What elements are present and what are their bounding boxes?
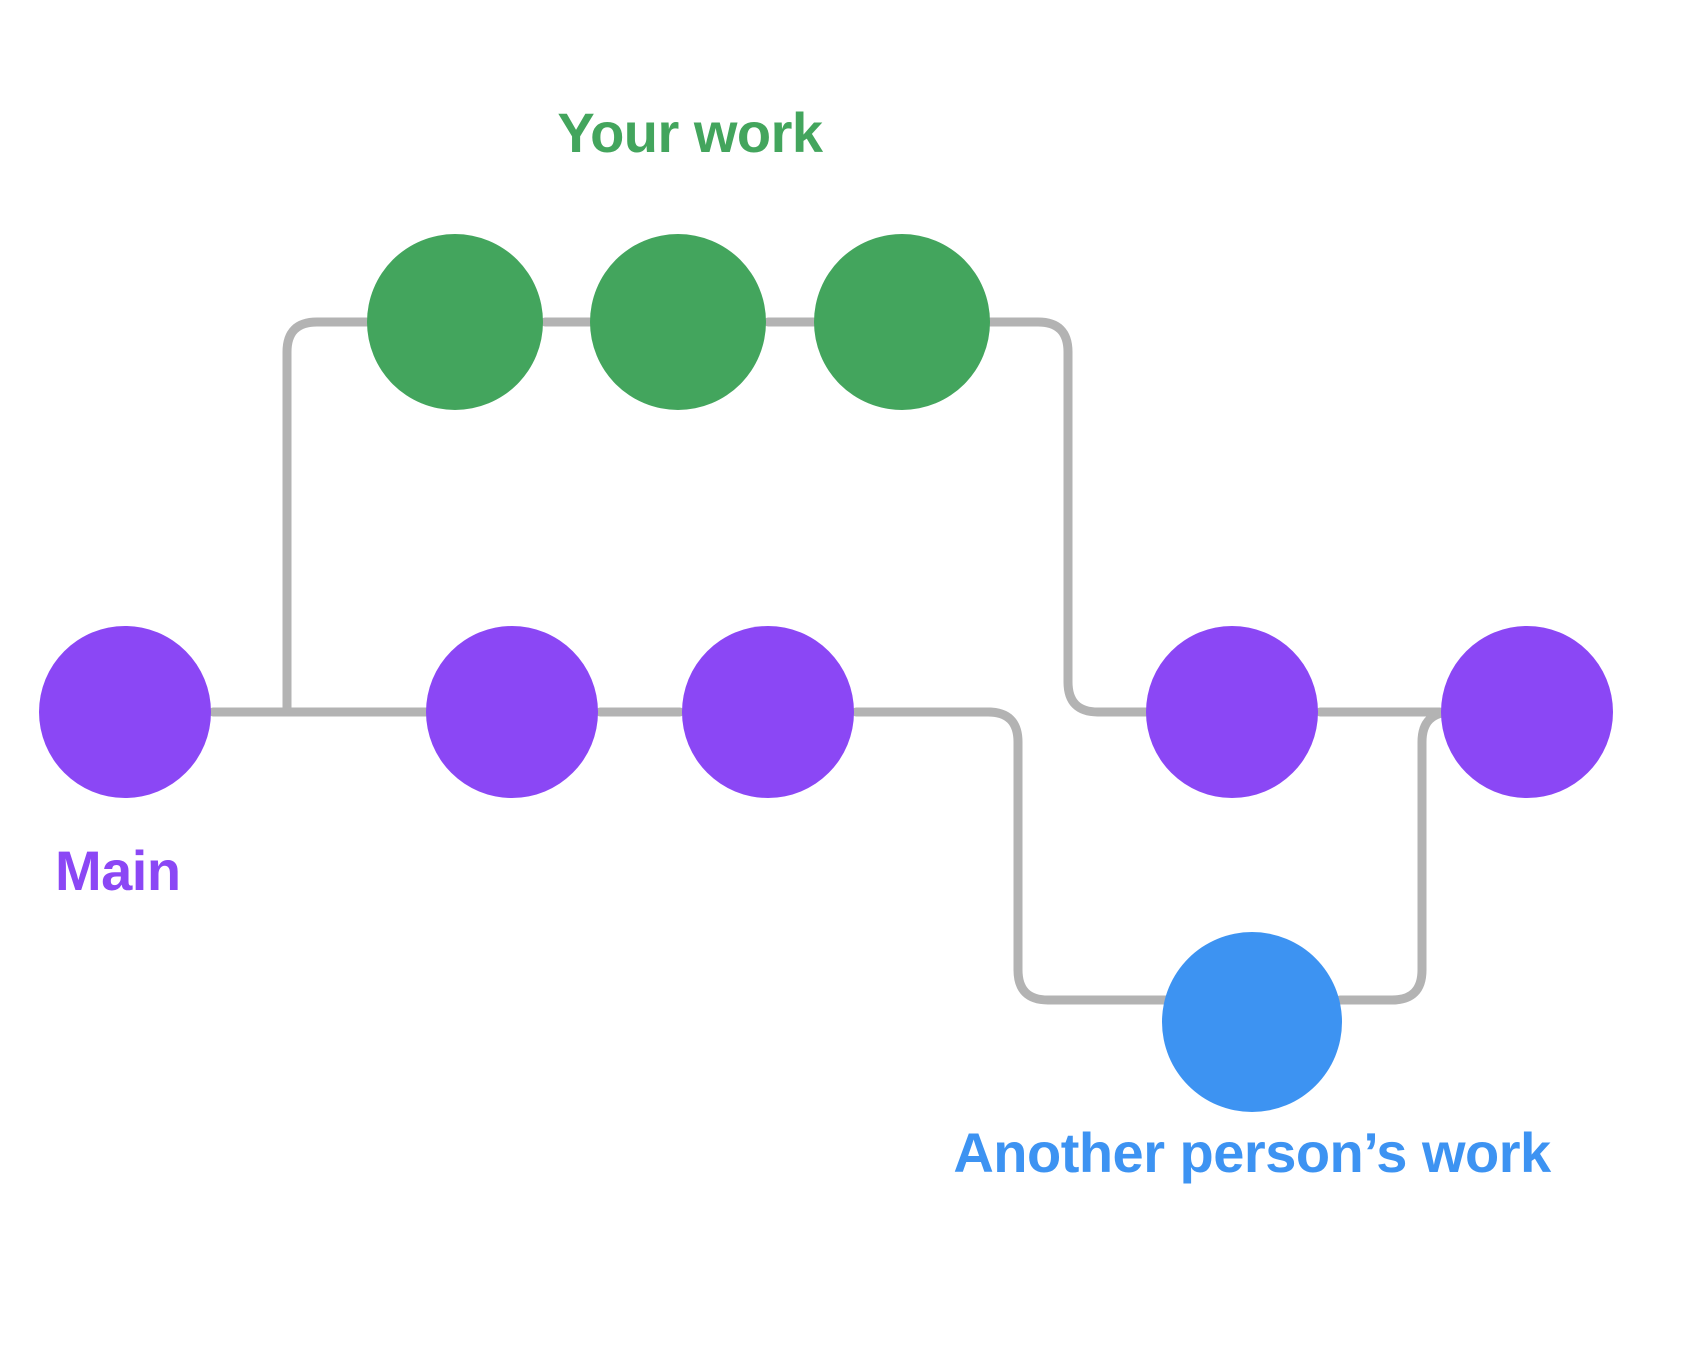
connector-merge-in-blue <box>1335 707 1465 1005</box>
commit-node-other-1[interactable] <box>1162 932 1342 1112</box>
commit-node-your-2[interactable] <box>590 234 766 410</box>
commit-node-main-1[interactable] <box>39 626 211 798</box>
connector-branch-out-green <box>282 317 372 717</box>
commit-node-your-3[interactable] <box>814 234 990 410</box>
connector-lines <box>208 317 1465 1005</box>
commit-node-main-4[interactable] <box>1146 626 1318 798</box>
commit-nodes <box>39 234 1613 1112</box>
branch-label-your-work: Your work <box>557 101 823 164</box>
commit-node-your-1[interactable] <box>367 234 543 410</box>
connector-merge-in-green <box>985 317 1155 717</box>
branch-label-another-person: Another person’s work <box>953 1121 1551 1184</box>
branch-label-main: Main <box>55 839 181 902</box>
commit-node-main-5[interactable] <box>1441 626 1613 798</box>
connector-branch-out-blue <box>955 707 1171 1005</box>
commit-node-main-2[interactable] <box>426 626 598 798</box>
commit-node-main-3[interactable] <box>682 626 854 798</box>
